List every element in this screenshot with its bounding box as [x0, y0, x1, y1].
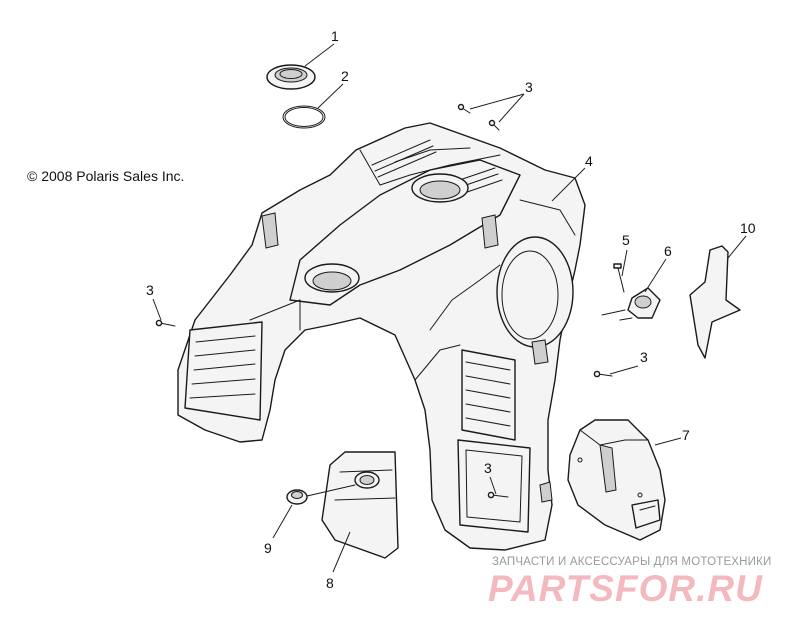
callout-3-right: 3 [640, 349, 648, 365]
part-10-decal [689, 245, 741, 359]
part-3-screw-lower [487, 491, 509, 499]
part-5-screw [613, 263, 625, 293]
part-8-access-panel [321, 451, 399, 559]
callout-2: 2 [341, 68, 349, 84]
callout-5: 5 [622, 232, 630, 248]
callout-9: 9 [264, 540, 272, 556]
watermark-logo: PARTSFOR.RU [488, 568, 763, 609]
watermark-subtitle: ЗАПЧАСТИ И АКСЕССУАРЫ ДЛЯ МОТОТЕХНИКИ [492, 556, 772, 568]
callout-1: 1 [331, 28, 339, 44]
part-3-screw-top-a [457, 103, 471, 114]
callout-3-left: 3 [146, 282, 154, 298]
callout-8: 8 [326, 575, 334, 591]
watermark: ЗАПЧАСТИ И АКСЕССУАРЫ ДЛЯ МОТОТЕХНИКИ PA… [488, 556, 772, 609]
callout-6: 6 [664, 243, 672, 259]
copyright-text: © 2008 Polaris Sales Inc. [27, 168, 184, 184]
leader-lines [152, 43, 747, 573]
callout-3-lower: 3 [484, 460, 492, 476]
part-3-screw-right [593, 370, 613, 378]
part-7-housing [567, 419, 666, 541]
part-6-bracket [601, 287, 661, 321]
part-3-screw-top-b [488, 119, 500, 131]
callout-labels: 1 2 3 3 4 5 6 10 3 3 7 9 8 [146, 28, 756, 591]
part-3-screw-left [155, 319, 176, 327]
part-1-bezel-ring [266, 64, 316, 90]
callout-7: 7 [682, 427, 690, 443]
callout-3-top: 3 [525, 79, 533, 95]
callout-10: 10 [740, 220, 756, 236]
part-2-o-ring [282, 105, 326, 129]
part-4-front-cover [177, 122, 586, 551]
part-9-knob [286, 484, 356, 505]
callout-4: 4 [585, 153, 593, 169]
